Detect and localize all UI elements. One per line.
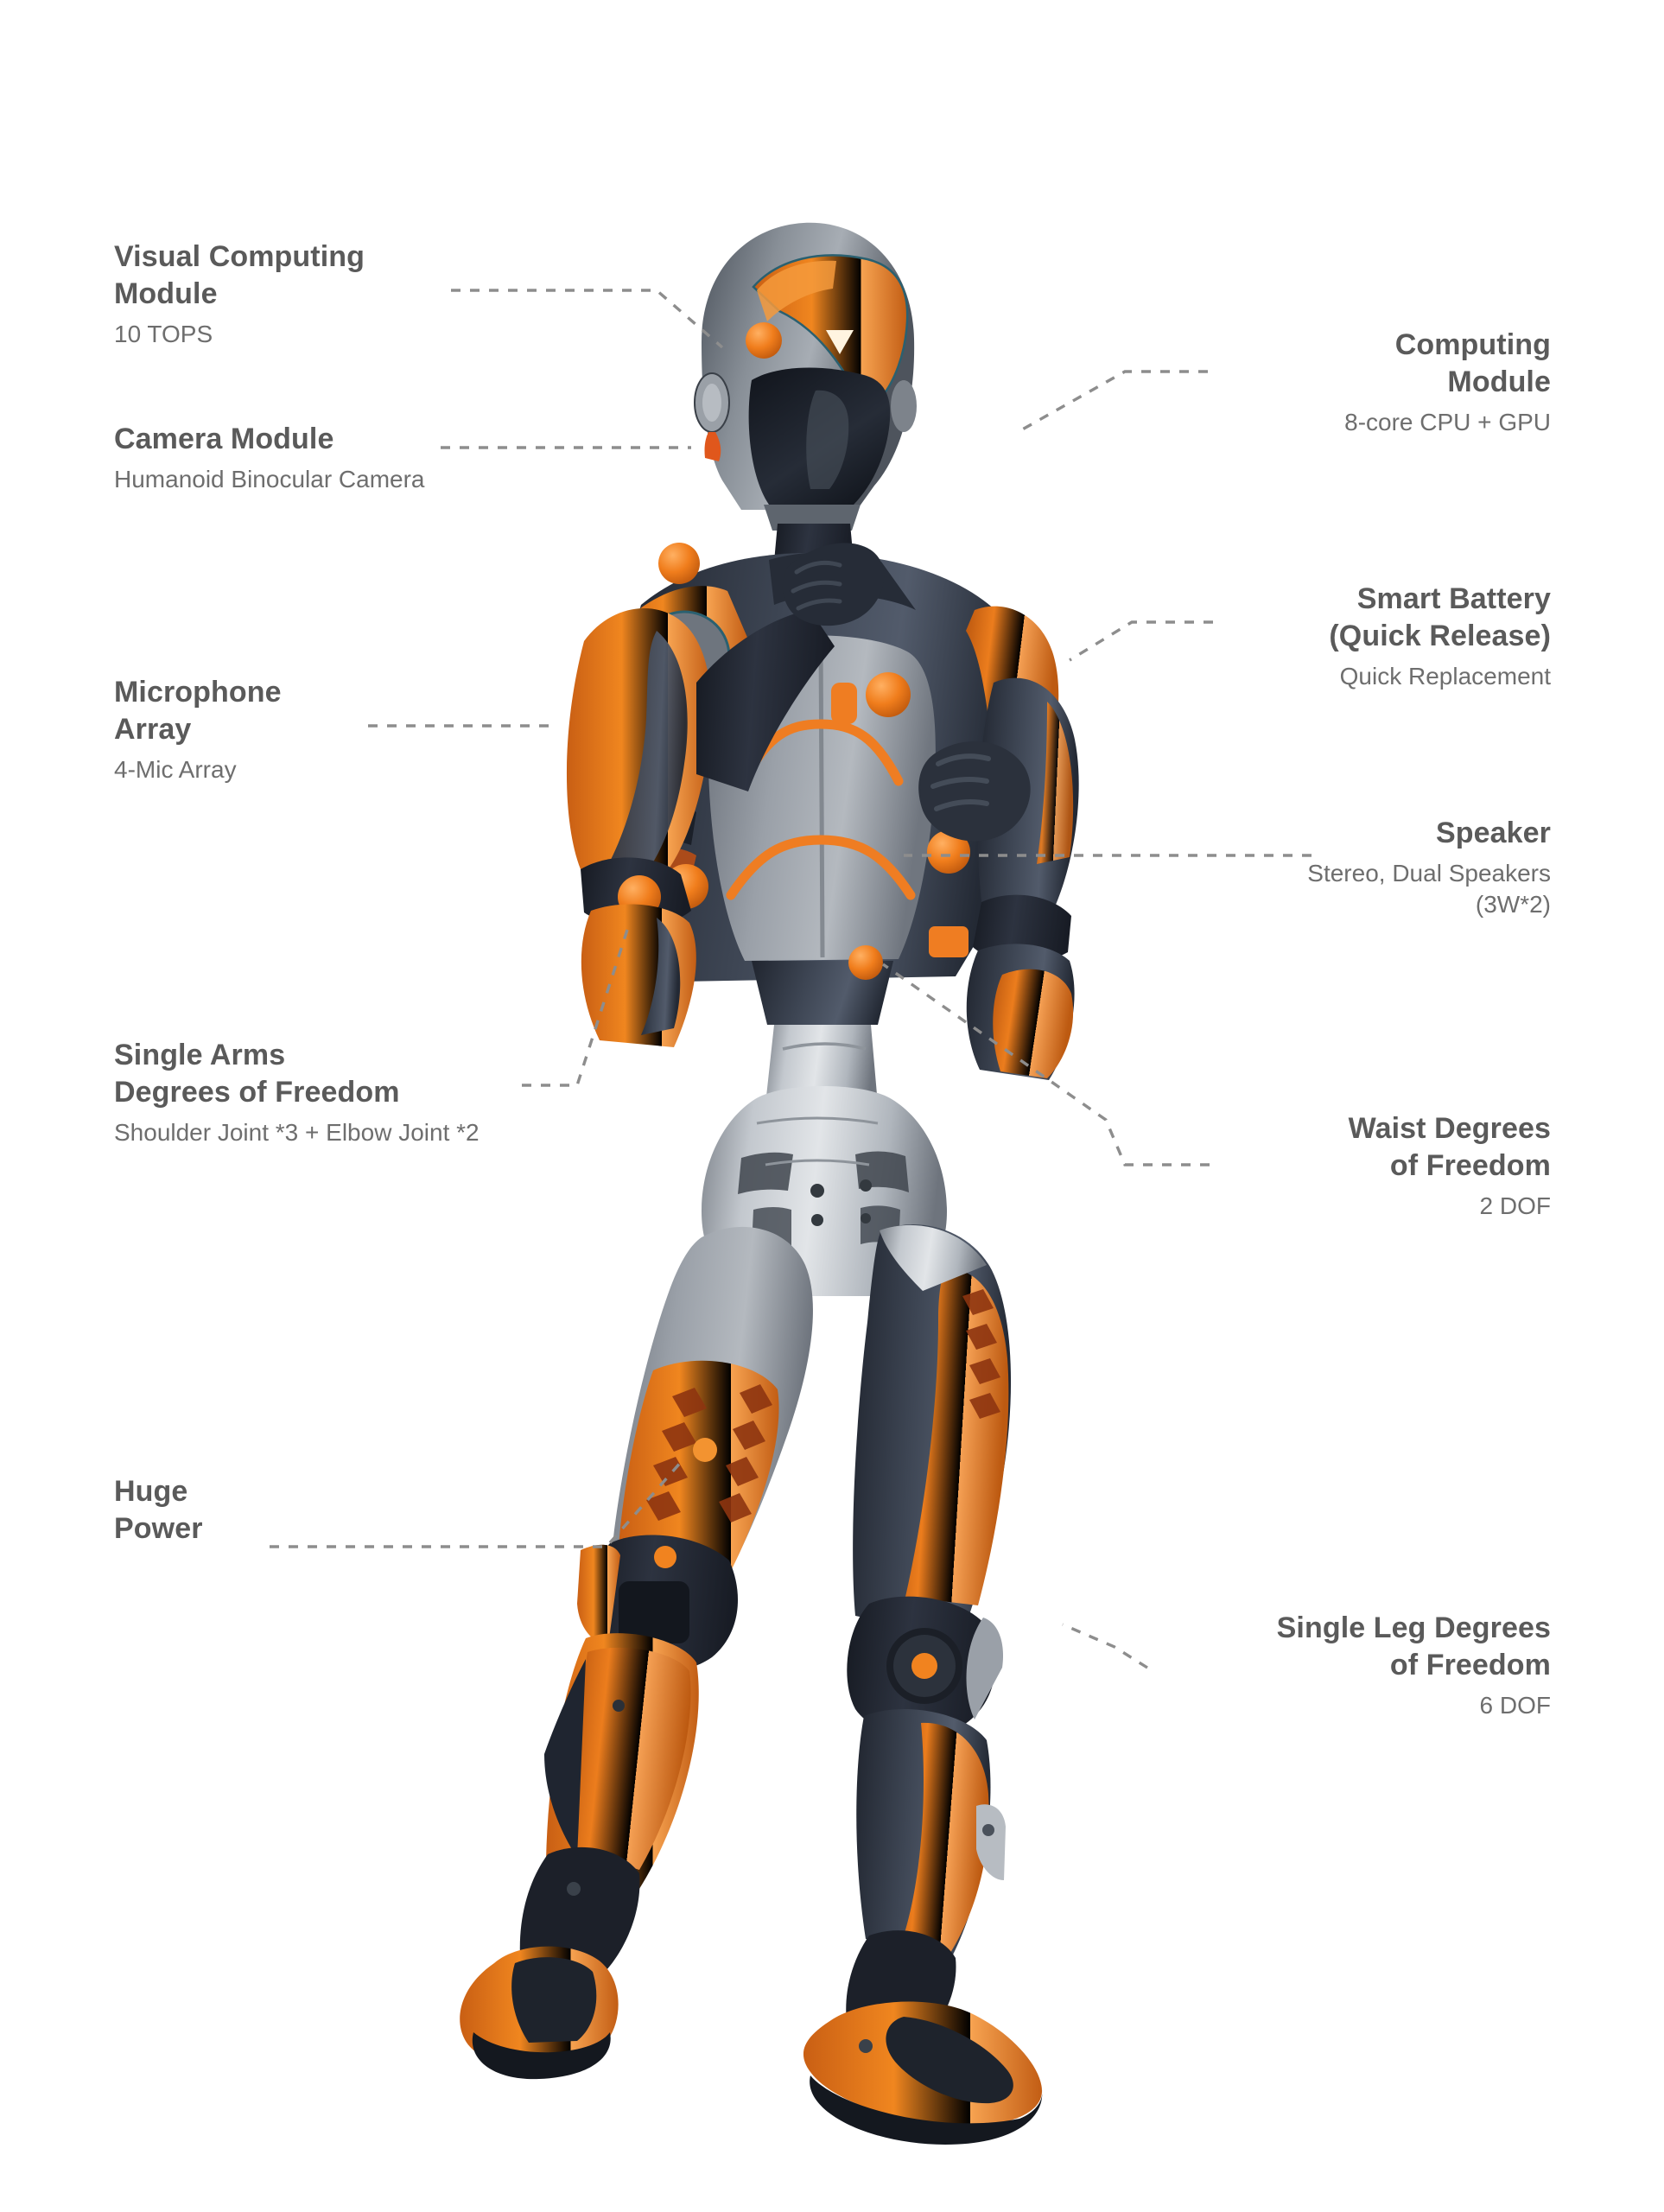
callout-title: Visual Computing Module (114, 240, 365, 310)
callout-subtitle: 4-Mic Array (114, 755, 237, 783)
callout-title: Huge Power (114, 1475, 203, 1545)
callout-subtitle: Quick Replacement (1339, 662, 1551, 690)
callout-single-leg-degrees-of-freedom[interactable]: Single Leg Degrees of Freedom 6 DOF (1106, 1610, 1551, 1721)
callout-subtitle: Stereo, Dual Speakers (3W*2) (1307, 859, 1551, 918)
robot-right-arm (566, 543, 885, 1047)
callout-microphone-array[interactable]: Microphone Array 4-Mic Array (114, 674, 460, 785)
robot-left-arm (918, 677, 1079, 1080)
robot-waist-pelvis (702, 945, 947, 1296)
callout-title: Waist Degrees of Freedom (1348, 1112, 1551, 1182)
callout-subtitle: Shoulder Joint *3 + Elbow Joint *2 (114, 1118, 480, 1146)
callout-waist-degrees-of-freedom[interactable]: Waist Degrees of Freedom 2 DOF (1123, 1110, 1551, 1222)
callout-subtitle: 10 TOPS (114, 320, 213, 347)
callout-huge-power[interactable]: Huge Power (114, 1473, 399, 1554)
callout-single-arms-degrees-of-freedom[interactable]: Single Arms Degrees of Freedom Shoulder … (114, 1037, 615, 1148)
callout-title: Camera Module (114, 423, 334, 455)
robot-right-leg (460, 1226, 813, 2080)
callout-subtitle: 2 DOF (1479, 1192, 1551, 1219)
callout-speaker[interactable]: Speaker Stereo, Dual Speakers (3W*2) (1123, 815, 1551, 921)
robot-left-leg (803, 1224, 1043, 2145)
callout-subtitle: 8-core CPU + GPU (1344, 408, 1551, 435)
callout-subtitle: Humanoid Binocular Camera (114, 465, 425, 493)
callout-title: Microphone Array (114, 676, 282, 746)
callout-title: Smart Battery (Quick Release) (1329, 582, 1551, 652)
callout-title: Single Arms Degrees of Freedom (114, 1039, 400, 1109)
callout-smart-battery-quick-release[interactable]: Smart Battery (Quick Release) Quick Repl… (1123, 581, 1551, 692)
robot-head (694, 222, 917, 581)
callout-camera-module[interactable]: Camera Module Humanoid Binocular Camera (114, 421, 598, 495)
callout-title: Speaker (1435, 817, 1551, 849)
callout-subtitle: 6 DOF (1479, 1691, 1551, 1719)
callout-computing-module[interactable]: Computing Module 8-core CPU + GPU (1123, 327, 1551, 438)
callout-visual-computing-module[interactable]: Visual Computing Module 10 TOPS (114, 238, 477, 350)
callout-title: Single Leg Degrees of Freedom (1276, 1611, 1551, 1681)
leader-visual-computing-module (451, 289, 724, 349)
robot-torso (610, 543, 1059, 1025)
callout-title: Computing Module (1394, 328, 1551, 398)
